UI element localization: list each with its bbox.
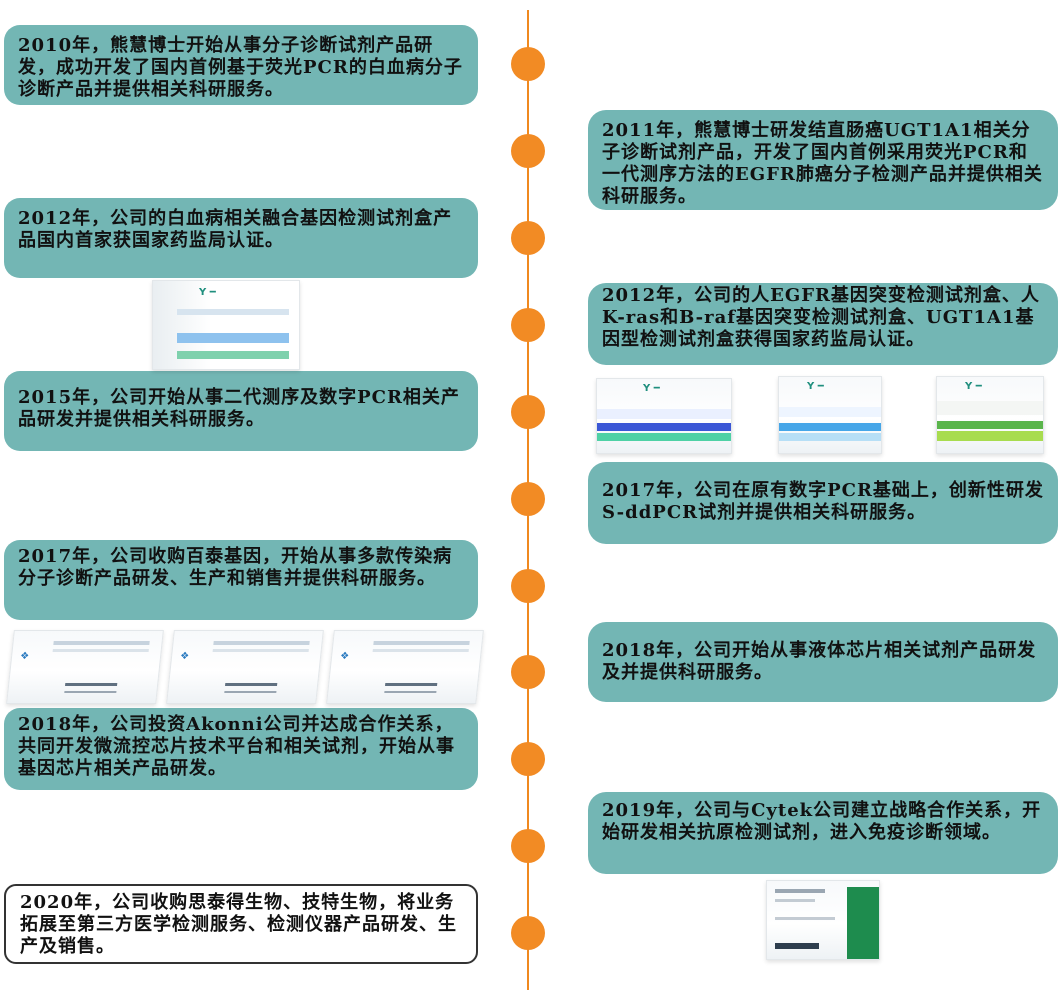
event-2012-egfr: 2012年，公司的人EGFR基因突变检测试剂盒、人K-ras和B-raf基因突变… [588,283,1058,365]
timeline-dot [511,395,545,429]
label-stripe [225,683,278,686]
label-stripe [385,683,438,686]
product-image-infectious-kit-2: ❖ [166,630,324,704]
label-stripe [775,943,819,949]
event-2017-acquisition: 2017年，公司收购百泰基因，开始从事多款传染病分子诊断产品研发、生产和销售并提… [4,540,478,620]
label-stripe [597,433,731,441]
timeline-dot [511,569,545,603]
kit-logo-icon: ❖ [339,651,350,662]
label-stripe [597,409,731,419]
product-image-infectious-kit-3: ❖ [326,630,484,704]
timeline-dot [511,829,545,863]
event-2012-leukemia: 2012年，公司的白血病相关融合基因检测试剂盒产品国内首家获国家药监局认证。 [4,198,478,278]
label-stripe [384,691,437,693]
label-stripe [373,641,470,645]
label-stripe [775,889,825,893]
event-2017-ddpcr: 2017年，公司在原有数字PCR基础上，创新性研发S-ddPCR试剂并提供相关科… [588,462,1058,544]
brand-logo-icon: Y ━ [643,383,660,394]
label-stripe [177,309,289,315]
timeline-dot [511,221,545,255]
label-stripe [937,401,1043,415]
timeline-dot [511,308,545,342]
label-stripe [65,683,118,686]
label-stripe [779,423,881,431]
event-2010: 2010年，熊慧博士开始从事分子诊断试剂产品研发，成功开发了国内首例基于荧光PC… [4,25,478,105]
event-2011: 2011年，熊慧博士研发结直肠癌UGT1A1相关分子诊断试剂产品，开发了国内首例… [588,110,1058,210]
product-image-ugt1a1-kit: Y ━ [936,376,1044,454]
product-image-kras-braf-kit: Y ━ [778,376,882,454]
kit-logo-icon: ❖ [179,651,190,662]
label-stripe [597,423,731,431]
label-stripe [937,431,1043,441]
product-image-infectious-kit-1: ❖ [6,630,164,704]
label-stripe [52,649,149,652]
brand-logo-icon: Y ━ [807,381,824,392]
event-2018-akonni: 2018年，公司投资Akonni公司并达成合作关系，共同开发微流控芯片技术平台和… [4,708,478,790]
label-stripe [213,641,310,645]
label-stripe [937,421,1043,429]
label-stripe [53,641,150,645]
timeline-dot [511,134,545,168]
product-image-egfr-kit: Y ━ [596,378,732,454]
timeline-dot [511,47,545,81]
label-stripe [775,899,815,902]
kit-logo-icon: ❖ [19,651,30,662]
product-image-leukemia-kit: Y ━ [152,280,300,370]
label-stripe [177,351,289,359]
event-2020: 2020年，公司收购思泰得生物、技特生物，将业务拓展至第三方医学检测服务、检测仪… [4,884,478,964]
label-stripe [212,649,309,652]
product-image-antigen-kit [766,880,880,960]
event-2018-liquid-chip: 2018年，公司开始从事液体芯片相关试剂产品研发及并提供科研服务。 [588,622,1058,702]
label-stripe [779,407,881,417]
label-stripe [224,691,277,693]
timeline-dot [511,482,545,516]
label-stripe [775,917,835,920]
timeline-dot [511,655,545,689]
label-stripe [847,887,879,959]
event-2019: 2019年，公司与Cytek公司建立战略合作关系，开始研发相关抗原检测试剂，进入… [588,792,1058,874]
brand-logo-icon: Y ━ [199,287,216,298]
label-stripe [64,691,117,693]
label-stripe [372,649,469,652]
label-stripe [177,333,289,343]
timeline-dot [511,916,545,950]
timeline-dot [511,742,545,776]
label-stripe [779,433,881,441]
event-2015: 2015年，公司开始从事二代测序及数字PCR相关产品研发并提供相关科研服务。 [4,371,478,451]
brand-logo-icon: Y ━ [965,381,982,392]
